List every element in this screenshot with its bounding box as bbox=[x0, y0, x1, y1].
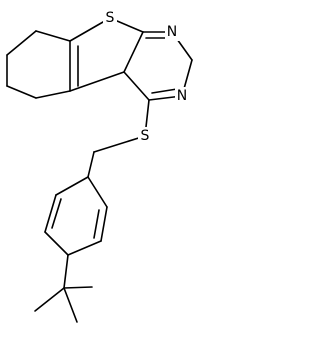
bond bbox=[67, 240, 102, 256]
bond bbox=[6, 85, 37, 99]
bond bbox=[63, 287, 78, 323]
bond bbox=[93, 135, 146, 153]
bond bbox=[34, 287, 65, 312]
bond bbox=[93, 209, 100, 239]
bond bbox=[44, 231, 69, 256]
bond bbox=[69, 71, 125, 92]
bond bbox=[44, 194, 57, 233]
bond bbox=[51, 198, 62, 229]
bond-lines bbox=[6, 17, 193, 323]
atom-label-s-thioether: S bbox=[141, 128, 150, 144]
sulfur-ring-atom: S bbox=[103, 9, 117, 27]
bond bbox=[100, 206, 108, 242]
bond bbox=[63, 286, 93, 289]
nitrogen-top-atom: N bbox=[165, 23, 180, 41]
atom-label-n-top: N bbox=[167, 24, 177, 40]
nitrogen-bottom-atom: N bbox=[175, 87, 190, 105]
molecule-canvas: S N N S bbox=[6, 9, 193, 323]
bond bbox=[6, 30, 37, 56]
sulfur-thioether-atom: S bbox=[138, 127, 152, 145]
bond bbox=[151, 88, 178, 94]
bond bbox=[35, 30, 71, 42]
bond bbox=[123, 71, 150, 101]
bond bbox=[63, 254, 69, 289]
atom-label-s-ring: S bbox=[106, 10, 115, 26]
bond bbox=[35, 90, 71, 99]
bond bbox=[87, 151, 95, 178]
atom-labels: S N N S bbox=[103, 9, 190, 145]
bond bbox=[123, 31, 144, 73]
bond bbox=[87, 176, 108, 208]
chemical-structure-diagram: S N N S bbox=[6, 9, 193, 323]
bond bbox=[55, 176, 89, 196]
atom-label-n-bottom: N bbox=[177, 88, 187, 104]
